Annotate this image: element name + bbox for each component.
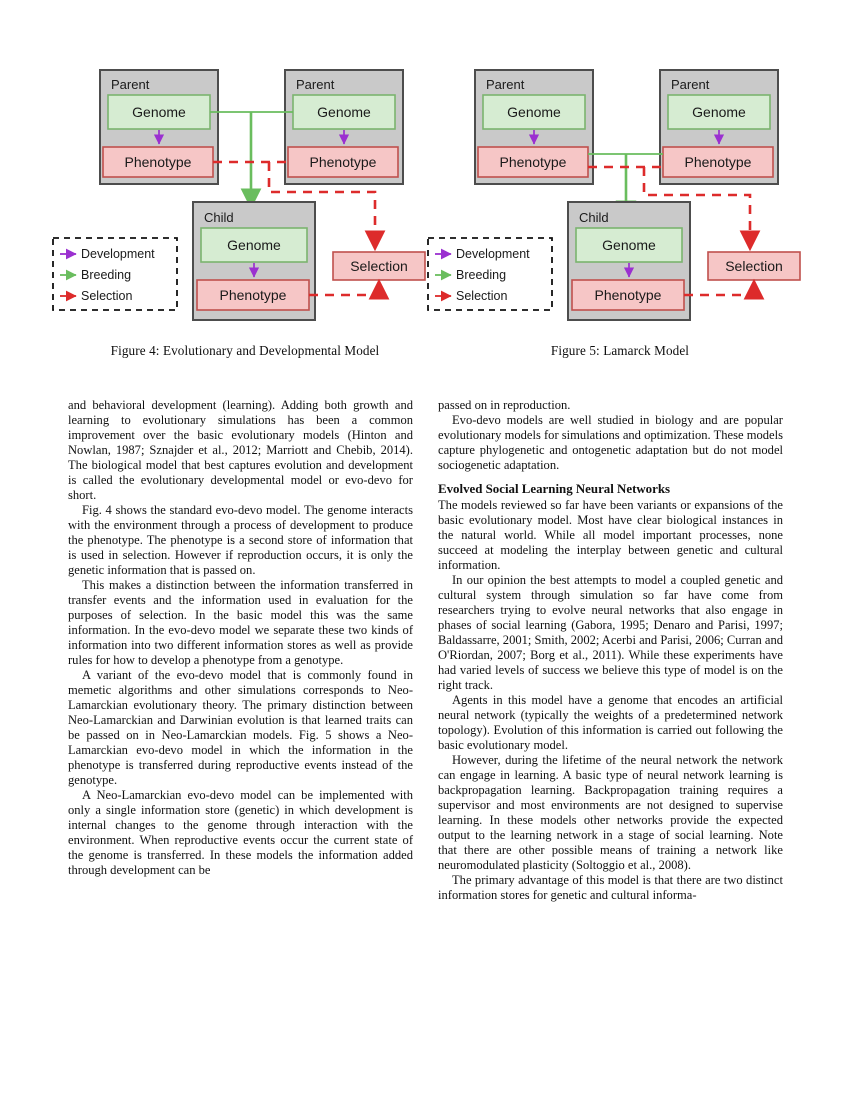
child-genome-box [575,227,683,263]
paragraph: Evo-devo models are well studied in biol… [438,413,783,472]
paragraph: This makes a distinction between the inf… [68,578,413,667]
paragraph: However, during the lifetime of the neur… [438,753,783,872]
paragraph: passed on in reproduction. [438,398,571,412]
figure-4-caption: Figure 4: Evolutionary and Developmental… [110,343,380,358]
parent-right-genome-label: Genome [692,104,746,120]
paragraph: The models reviewed so far have been var… [438,498,783,572]
figure-5-caption: Figure 5: Lamarck Model [550,343,690,358]
paragraph: Fig. 4 shows the standard evo-devo model… [68,503,413,577]
child-phenotype-label: Phenotype [595,287,662,303]
paragraph: Agents in this model have a genome that … [438,693,783,752]
child-label: Child [579,210,609,225]
parent-right-phenotype-box [662,146,774,178]
left-column: and behavioral development (learning). A… [68,398,413,878]
parent-left-phenotype-box [477,146,589,178]
legend-development-label: Development [456,247,530,261]
child-phenotype-label: Phenotype [220,287,287,303]
section-heading: Evolved Social Learning Neural Networks [438,482,671,496]
selection-line-to-selection-top [267,162,386,252]
right-column: passed on in reproduction. Evo-devo mode… [438,398,783,903]
selection-line-to-selection-top [642,167,761,252]
figure-4: Parent Genome Phenotype Parent Genome Ph… [45,62,445,359]
parent-left-genome-label: Genome [132,104,186,120]
paragraph: The primary advantage of this model is t… [438,873,783,902]
selection-line-child-to-selection [309,278,390,300]
legend-selection-label: Selection [81,289,132,303]
parent-left-phenotype-label: Phenotype [125,154,192,170]
parent-right-genome-label: Genome [317,104,371,120]
parent-left-genome-box [107,94,211,130]
parent-left-label: Parent [111,77,150,92]
legend-box [52,237,178,311]
paragraph: A Neo-Lamarckian evo-devo model can be i… [68,788,413,877]
legend-breeding-label: Breeding [81,268,131,282]
figures-row: Parent Genome Phenotype Parent Genome Ph… [0,62,850,372]
figure-4-diagram: Parent Genome Phenotype Parent Genome Ph… [52,69,426,321]
paragraph: In our opinion the best attempts to mode… [438,573,783,692]
child-label: Child [204,210,234,225]
parent-left-label: Parent [486,77,525,92]
child-genome-label: Genome [602,237,656,253]
paragraph: A variant of the evo-devo model that is … [68,668,413,787]
selection-label: Selection [725,258,783,274]
parent-right-label: Parent [296,77,335,92]
parent-left-genome-label: Genome [507,104,561,120]
parent-right-phenotype-box [287,146,399,178]
selection-line-child-to-selection [684,278,765,300]
child-phenotype-box [196,279,310,311]
legend-selection-label: Selection [456,289,507,303]
paragraph: and behavioral development (learning). A… [68,398,413,502]
legend-development-label: Development [81,247,155,261]
parent-left-phenotype-label: Phenotype [500,154,567,170]
parent-right-label: Parent [671,77,710,92]
selection-label: Selection [350,258,408,274]
legend-box [427,237,553,311]
legend-breeding-label: Breeding [456,268,506,282]
figure-5: Parent Genome Phenotype Parent Genome Ph… [420,62,820,359]
parent-right-phenotype-label: Phenotype [310,154,377,170]
parent-left-phenotype-box [102,146,214,178]
selection-box [332,251,426,281]
child-genome-box [200,227,308,263]
child-genome-label: Genome [227,237,281,253]
parent-right-genome-box [667,94,771,130]
parent-left-genome-box [482,94,586,130]
figure-5-diagram: Parent Genome Phenotype Parent Genome Ph… [427,69,801,321]
parent-right-phenotype-label: Phenotype [685,154,752,170]
